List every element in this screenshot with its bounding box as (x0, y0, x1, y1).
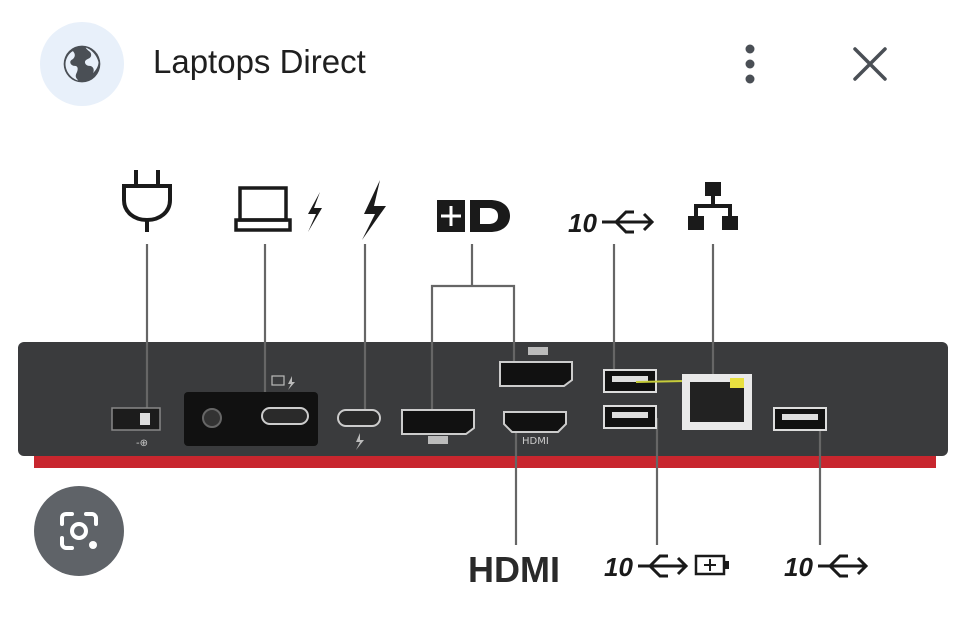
usb-charging-label: 10 (604, 552, 729, 582)
more-vert-icon (745, 44, 755, 84)
usb-speed-label-right: 10 (784, 552, 813, 582)
power-plug-icon (122, 170, 172, 232)
thunderbolt-icon (362, 180, 386, 240)
hdmi-port-label: HDMI (522, 436, 549, 447)
svg-text:-⊕: -⊕ (136, 438, 148, 449)
usb-label-right: 10 (784, 552, 869, 582)
laptop-charging-icon (234, 186, 322, 232)
close-icon (853, 47, 887, 81)
image-viewer-header: Laptops Direct (0, 0, 960, 120)
ethernet-network-icon (688, 182, 738, 230)
globe-icon (63, 45, 101, 83)
lens-search-icon (60, 512, 98, 550)
site-title[interactable]: Laptops Direct (153, 43, 366, 80)
displayport-icon (437, 200, 510, 232)
usb-speed-label-charging: 10 (604, 552, 633, 582)
ports: -⊕ HDMI (111, 347, 827, 450)
callout-lines (145, 244, 822, 545)
usb-10gbps-icon: 10 (568, 208, 655, 238)
close-button[interactable] (846, 40, 894, 88)
usb-speed-label-top: 10 (568, 208, 597, 238)
dock-body (18, 342, 948, 456)
hdmi-label: HDMI (468, 549, 560, 590)
site-favicon[interactable] (40, 22, 124, 106)
lens-search-button[interactable] (34, 486, 124, 576)
product-image[interactable]: 10 -⊕ (0, 130, 960, 636)
more-options-button[interactable] (728, 38, 772, 90)
dock-diagram: 10 -⊕ (18, 170, 948, 590)
